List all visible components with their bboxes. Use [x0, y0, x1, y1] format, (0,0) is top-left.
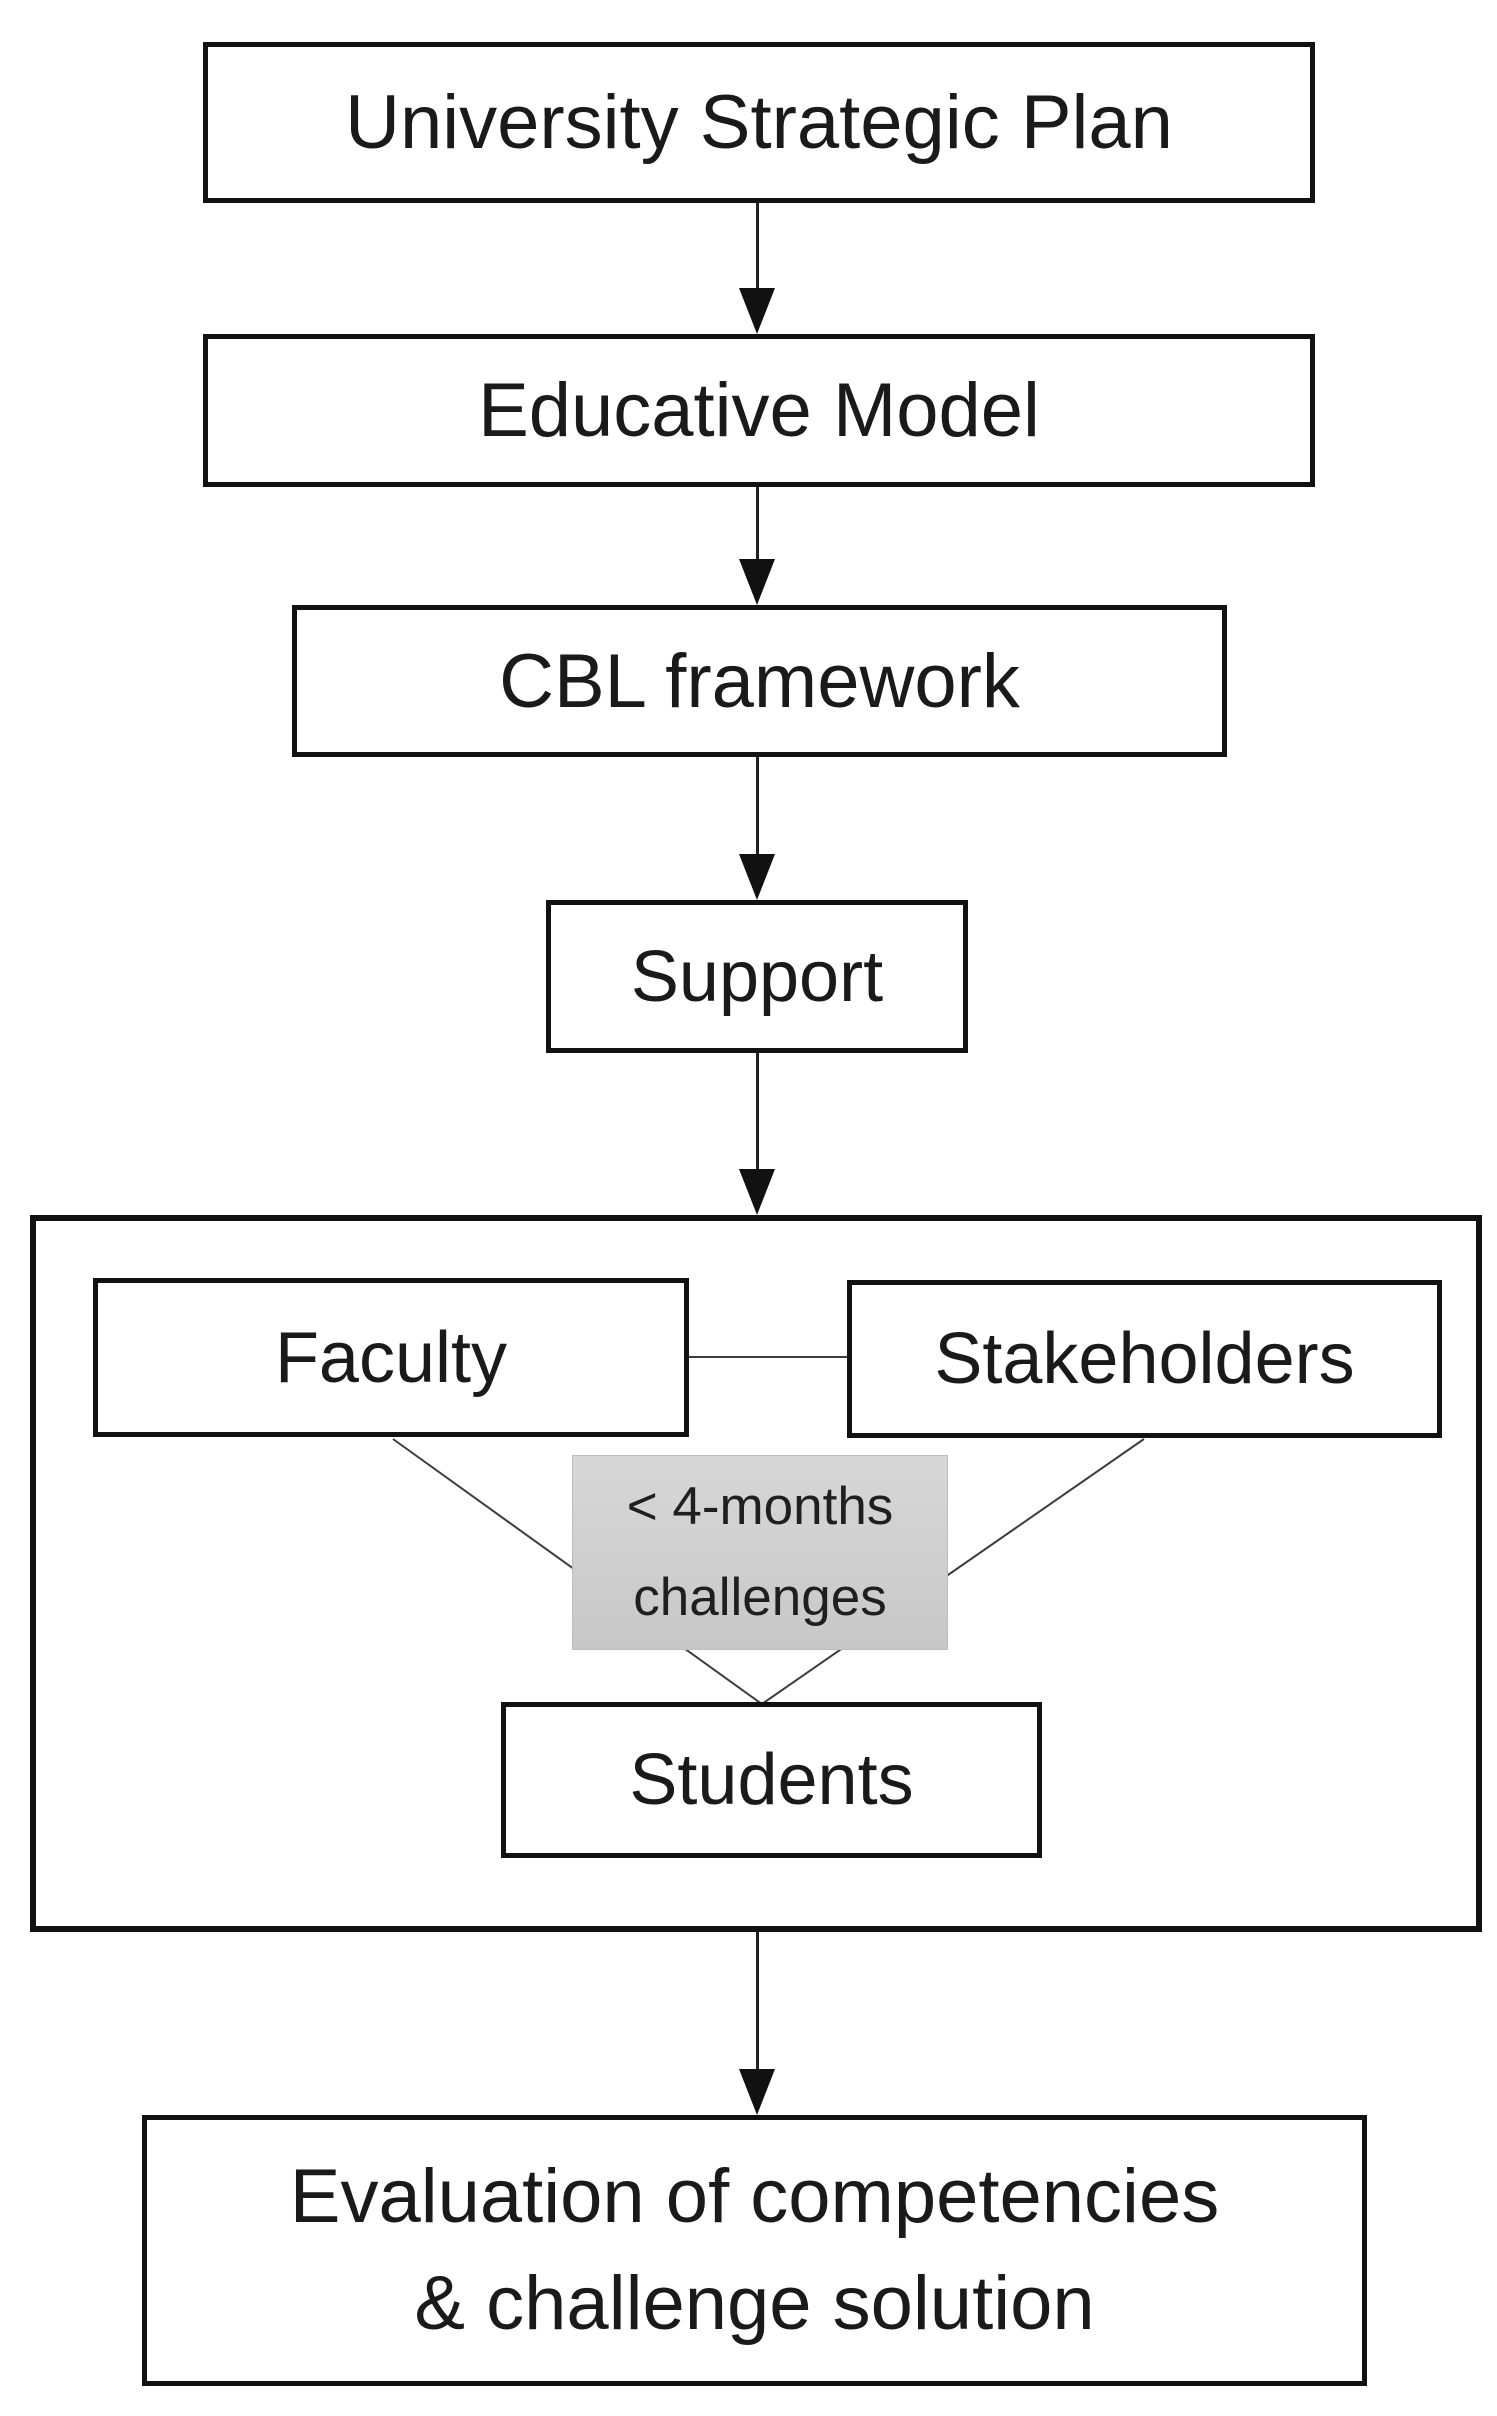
arrow-strategic-plan-to-educative-model: [739, 203, 775, 334]
node-students: Students: [501, 1702, 1042, 1858]
node-cbl-framework: CBL framework: [292, 605, 1227, 757]
node-evaluation-line2: & challenge solution: [414, 2260, 1095, 2346]
node-stakeholders-label: Stakeholders: [934, 1319, 1355, 1399]
node-cbl-framework-label: CBL framework: [499, 638, 1020, 724]
arrow-down-icon: [739, 559, 775, 605]
arrow-shaft: [755, 1053, 759, 1169]
arrow-shaft: [755, 203, 759, 288]
arrow-shaft: [755, 487, 759, 559]
node-support-label: Support: [630, 936, 884, 1017]
arrow-down-icon: [739, 288, 775, 334]
node-evaluation: Evaluation of competencies & challenge s…: [142, 2115, 1367, 2386]
node-evaluation-line1: Evaluation of competencies: [289, 2154, 1220, 2240]
arrow-shaft: [755, 757, 759, 854]
node-university-strategic-plan-label: University Strategic Plan: [345, 80, 1173, 165]
node-educative-model: Educative Model: [203, 334, 1315, 487]
arrow-down-icon: [739, 2069, 775, 2115]
arrow-down-icon: [739, 854, 775, 900]
node-students-label: Students: [629, 1740, 914, 1820]
node-university-strategic-plan: University Strategic Plan: [203, 42, 1315, 203]
arrow-shaft: [755, 1932, 759, 2069]
node-faculty-label: Faculty: [274, 1317, 508, 1398]
node-faculty: Faculty: [93, 1278, 689, 1437]
node-stakeholders: Stakeholders: [847, 1280, 1442, 1438]
group-box-collaboration: [30, 1215, 1482, 1932]
node-challenges: < 4-months challenges: [572, 1455, 948, 1650]
arrow-group-to-evaluation: [739, 1932, 775, 2115]
arrow-cbl-framework-to-support: [739, 757, 775, 900]
arrow-support-to-group: [739, 1053, 775, 1215]
line-faculty-stakeholders: [689, 1356, 847, 1358]
arrow-down-icon: [739, 1169, 775, 1215]
arrow-educative-model-to-cbl-framework: [739, 487, 775, 605]
node-educative-model-label: Educative Model: [478, 368, 1040, 453]
node-challenges-line1: < 4-months: [626, 1477, 894, 1537]
node-support: Support: [546, 900, 968, 1053]
node-challenges-line2: challenges: [633, 1567, 887, 1627]
